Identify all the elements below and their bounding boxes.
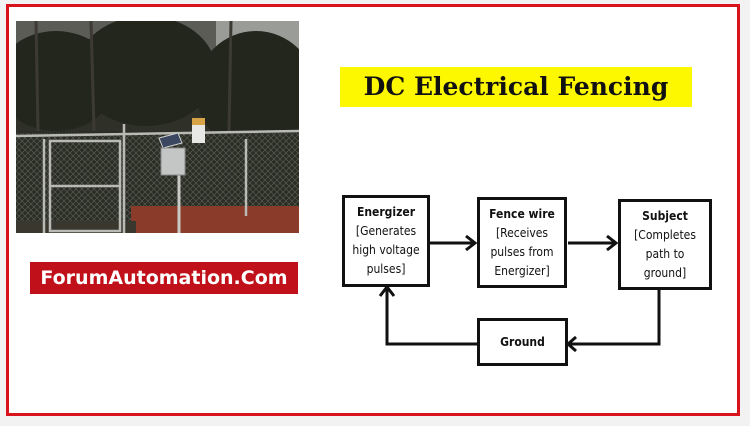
brand-label: ForumAutomation.Com	[30, 262, 298, 294]
arrow-subject-to-ground	[569, 289, 661, 346]
node-energizer-desc: high voltage	[352, 243, 420, 257]
fence-photo	[16, 21, 299, 233]
page-title: DC Electrical Fencing	[340, 67, 692, 107]
node-subject-label: Subject	[642, 208, 688, 223]
node-fence-wire-desc: Energizer]	[494, 263, 550, 278]
node-subject-desc: path to	[645, 246, 685, 261]
arrow-ground-to-energizer	[385, 288, 477, 346]
node-subject-desc: ground]	[643, 265, 687, 280]
node-energizer-label: Energizer	[356, 205, 416, 219]
node-ground: Ground	[477, 318, 568, 366]
node-fence-wire-desc: [Receives	[495, 225, 549, 240]
node-ground-label: Ground	[500, 334, 545, 349]
node-energizer-desc: pulses]	[366, 262, 406, 276]
node-energizer: Energizer [Generates high voltage pulses…	[342, 195, 430, 287]
node-fence-wire: Fence wire [Receives pulses from Energiz…	[477, 197, 567, 288]
node-subject-desc: [Completes	[634, 227, 696, 242]
node-fence-wire-label: Fence wire	[489, 206, 555, 221]
node-fence-wire-desc: pulses from	[490, 244, 554, 259]
node-subject: Subject [Completes path to ground]	[618, 199, 712, 290]
node-energizer-desc: [Generates	[355, 224, 417, 238]
